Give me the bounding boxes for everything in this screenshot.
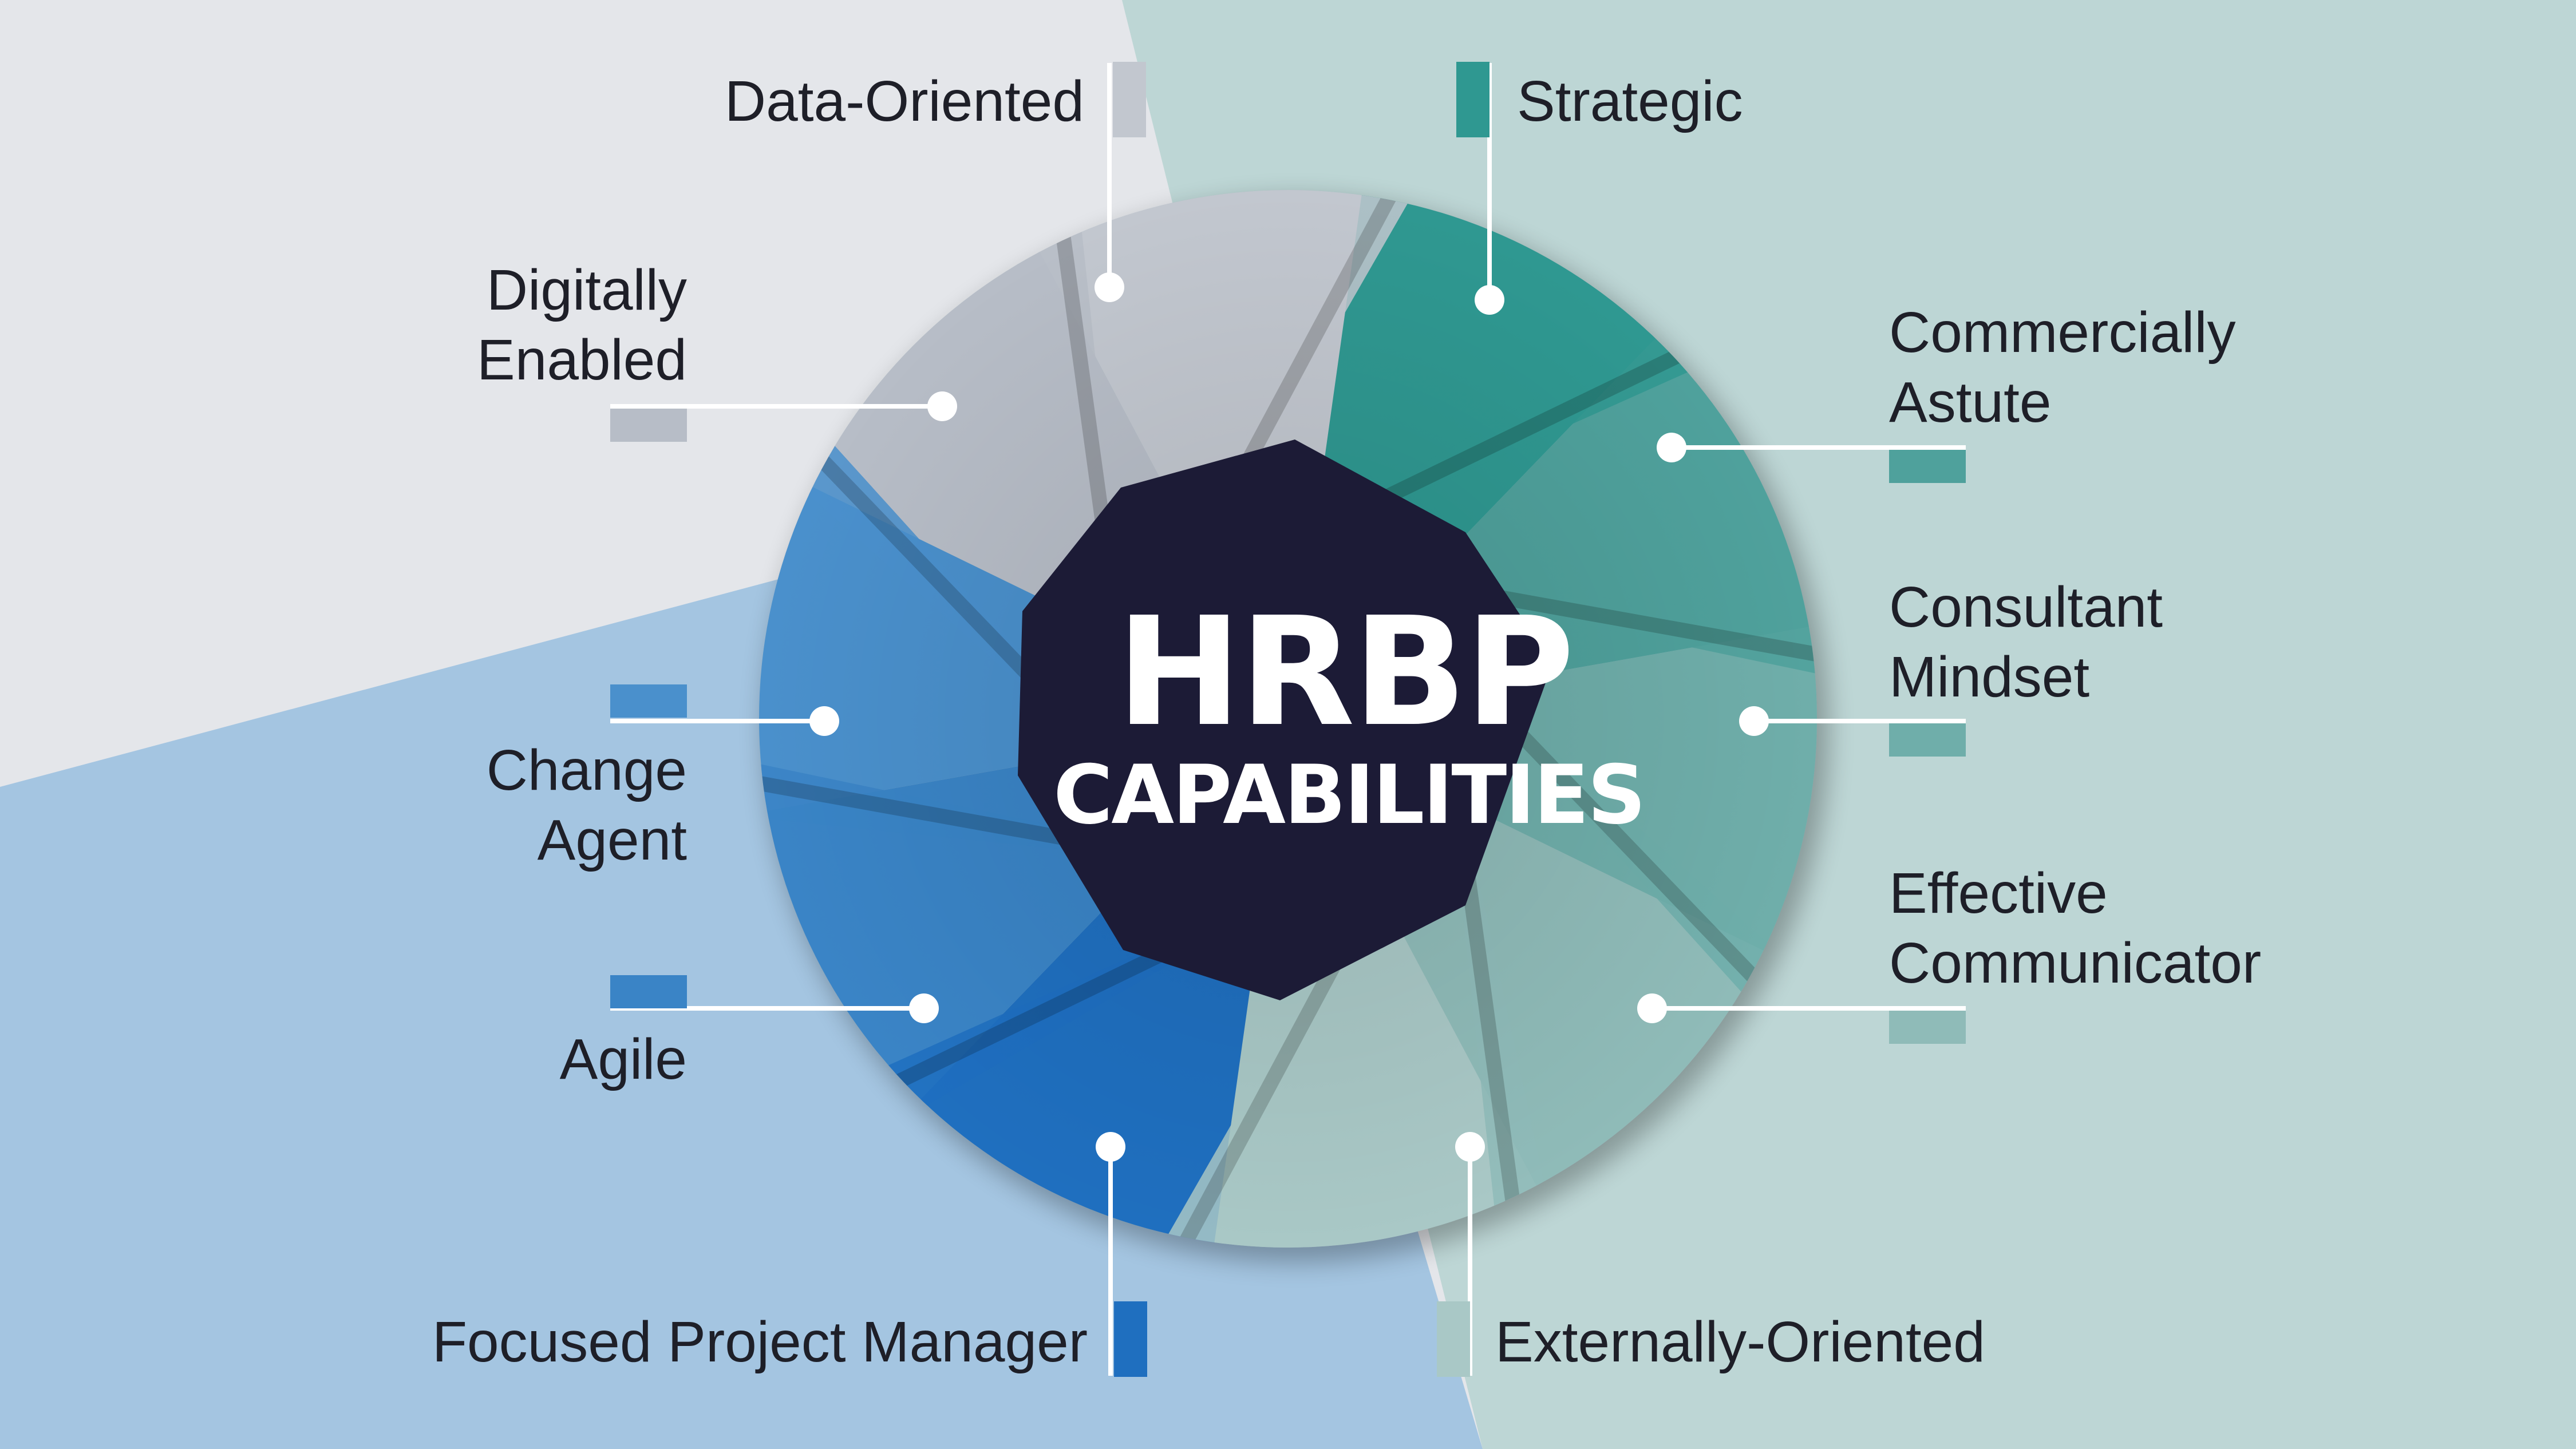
label-digitally-enabled-line1: Digitally [486, 258, 687, 322]
color-marker-effective-communicator [1889, 1011, 1966, 1044]
label-digitally-enabled: Digitally Enabled [477, 255, 687, 395]
leader-dot-focused-project-manager [1096, 1132, 1125, 1162]
label-data-oriented-text: Data-Oriented [724, 69, 1084, 133]
color-marker-strategic [1456, 62, 1490, 137]
center-subtitle: CAPABILITIES [1053, 748, 1646, 842]
label-focused-project-manager: Focused Project Manager [432, 1307, 1088, 1377]
label-commercially-astute: Commercially Astute [1889, 298, 2236, 437]
leader-dot-data-oriented [1095, 272, 1124, 302]
color-marker-focused-project-manager [1114, 1301, 1147, 1377]
leader-dot-externally-oriented [1455, 1132, 1485, 1162]
leader-dot-effective-communicator [1637, 993, 1667, 1023]
label-commercially-astute-line2: Astute [1889, 370, 2052, 434]
label-externally-oriented-text: Externally-Oriented [1495, 1310, 1985, 1374]
label-change-agent-line1: Change [486, 738, 687, 802]
label-change-agent: Change Agent [487, 735, 687, 875]
color-marker-change-agent [610, 684, 687, 718]
label-consultant-mindset-line1: Consultant [1889, 575, 2163, 639]
color-marker-commercially-astute [1889, 450, 1966, 483]
color-marker-externally-oriented [1437, 1301, 1470, 1377]
leader-dot-strategic [1475, 285, 1504, 315]
leader-dot-commercially-astute [1657, 433, 1686, 462]
label-agile-text: Agile [559, 1027, 687, 1091]
label-consultant-mindset: Consultant Mindset [1889, 572, 2163, 712]
label-agile: Agile [560, 1024, 687, 1094]
color-marker-data-oriented [1113, 62, 1146, 137]
leader-dot-digitally-enabled [927, 391, 957, 421]
color-marker-consultant-mindset [1889, 723, 1966, 757]
leader-dot-agile [909, 993, 939, 1023]
label-digitally-enabled-line2: Enabled [477, 328, 687, 392]
label-data-oriented: Data-Oriented [725, 66, 1084, 136]
label-strategic-text: Strategic [1517, 69, 1743, 133]
center-aperture [1018, 440, 1552, 1000]
label-externally-oriented: Externally-Oriented [1495, 1307, 1985, 1377]
leader-lines [610, 62, 1966, 1377]
label-change-agent-line2: Agent [537, 808, 687, 872]
center-title: HRBP [1116, 585, 1575, 759]
color-marker-agile [610, 975, 687, 1008]
leader-dot-change-agent [809, 706, 839, 736]
label-focused-project-manager-text: Focused Project Manager [432, 1310, 1088, 1374]
label-effective-communicator-line2: Communicator [1889, 931, 2262, 995]
label-effective-communicator: Effective Communicator [1889, 858, 2261, 998]
label-consultant-mindset-line2: Mindset [1889, 645, 2090, 709]
label-effective-communicator-line1: Effective [1889, 861, 2108, 925]
label-commercially-astute-line1: Commercially [1889, 300, 2236, 365]
leader-dot-consultant-mindset [1739, 706, 1769, 736]
color-marker-digitally-enabled [610, 409, 687, 442]
label-strategic: Strategic [1517, 66, 1743, 136]
